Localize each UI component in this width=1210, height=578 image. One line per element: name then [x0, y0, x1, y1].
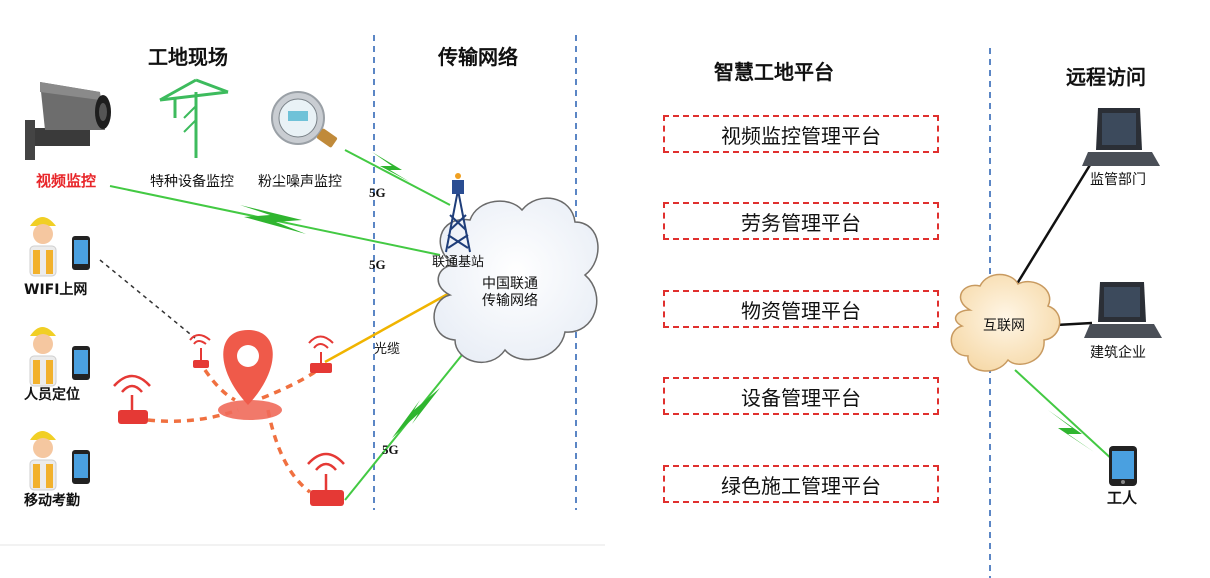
label-regulator: 监管部门 — [1090, 172, 1146, 188]
label-5g-lower: 5G — [382, 442, 399, 457]
laptop-icon-regulator — [1082, 108, 1160, 166]
tower-crane-icon — [159, 78, 229, 158]
lightning-bolts — [240, 152, 440, 438]
label-dust-noise: 粉尘噪声监控 — [258, 174, 342, 190]
link-regulator — [1010, 164, 1092, 293]
router-icon-left — [113, 374, 151, 424]
laptop-icon-enterprise — [1084, 282, 1162, 338]
worker-icon-locate — [29, 327, 90, 387]
section-title-remote: 远程访问 — [1066, 65, 1146, 89]
fiber-cable — [324, 288, 456, 364]
wifi-dashed-link — [99, 259, 196, 339]
label-5g-upper: 5G — [369, 185, 386, 200]
router-icon-bottom — [307, 452, 345, 506]
signal-line-worker — [1014, 369, 1116, 463]
section-title-network: 传输网络 — [438, 45, 518, 69]
internet-cloud — [950, 273, 1061, 372]
label-fiber-cable: 光缆 — [374, 342, 401, 357]
label-internet: 互联网 — [983, 318, 1025, 334]
base-station-tower-icon — [445, 173, 471, 253]
lightning-bolt-router — [392, 388, 440, 438]
label-video-monitoring: 视频监控 — [36, 172, 97, 190]
platform-materials: 物资管理平台 — [663, 290, 939, 328]
signal-line-dust — [344, 149, 451, 206]
section-title-site: 工地现场 — [148, 45, 228, 69]
section-title-platform: 智慧工地平台 — [714, 60, 834, 84]
router-icon-small-top — [189, 334, 211, 368]
label-construction-enterprise: 建筑企业 — [1090, 345, 1146, 361]
label-wifi: WIFI上网 — [24, 282, 88, 298]
location-pin-icon — [218, 330, 282, 420]
dust-noise-sensor-icon — [271, 91, 338, 148]
platform-video: 视频监控管理平台 — [663, 115, 939, 153]
platform-green-construction: 绿色施工管理平台 — [663, 465, 939, 503]
router-icon-right — [308, 335, 334, 373]
label-personnel-location: 人员定位 — [24, 387, 80, 403]
positioning-routes — [147, 369, 316, 494]
label-base-station: 联通基站 — [432, 255, 485, 270]
label-mobile-attendance: 移动考勤 — [24, 493, 80, 509]
signal-links — [109, 149, 471, 501]
video-camera-icon — [25, 82, 111, 160]
lightning-bolt-video — [240, 205, 306, 234]
worker-icon-wifi — [29, 217, 90, 277]
phone-icon-worker — [1109, 446, 1137, 486]
platform-equipment: 设备管理平台 — [663, 377, 939, 415]
remote-links — [1010, 164, 1093, 327]
label-carrier-network: 中国联通 传输网络 — [482, 276, 538, 309]
route-right — [261, 370, 316, 400]
lightning-bolt-worker — [1048, 410, 1094, 452]
lightning-bolt-dust — [372, 152, 410, 182]
platform-labor: 劳务管理平台 — [663, 202, 939, 240]
route-top — [203, 369, 236, 402]
worker-icon-attendance — [29, 431, 90, 491]
label-special-equipment: 特种设备监控 — [150, 174, 234, 190]
carrier-cloud — [433, 197, 599, 364]
label-5g-middle: 5G — [369, 257, 386, 272]
link-enterprise — [1055, 321, 1093, 327]
route-bottom — [266, 409, 312, 494]
label-worker: 工人 — [1107, 489, 1138, 507]
